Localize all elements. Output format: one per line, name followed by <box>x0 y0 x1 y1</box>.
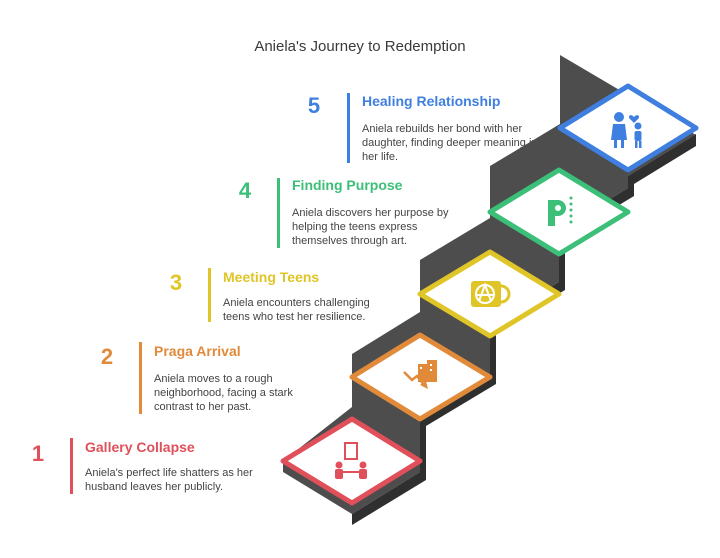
step-2-title: Praga Arrival <box>154 343 241 359</box>
step-2-number: 2 <box>100 344 114 369</box>
step-4-bar <box>277 178 280 248</box>
step-4-platform <box>487 167 631 257</box>
step-3-number: 3 <box>169 270 183 295</box>
purpose-p-icon <box>548 196 573 226</box>
anarchy-graffiti-icon <box>471 281 511 307</box>
step-3-description: Aniela encounters challenging teens who … <box>223 297 370 323</box>
buildings-decline-icon <box>403 360 437 389</box>
step-2-platform <box>349 332 493 422</box>
step-1-platform <box>280 416 423 506</box>
step-3-platform <box>417 249 562 339</box>
step-5-platform <box>557 83 699 173</box>
step-4-title: Finding Purpose <box>292 177 403 193</box>
step-5-number: 5 <box>307 93 321 118</box>
step-4-number: 4 <box>238 178 252 203</box>
step-1-description: Aniela's perfect life shatters as her hu… <box>85 467 253 493</box>
step-2-description: Aniela moves to a rough neighborhood, fa… <box>154 373 293 413</box>
step-1-bar <box>70 438 73 494</box>
step-5-title: Healing Relationship <box>362 93 501 109</box>
diagram-title: Aniela's Journey to Redemption <box>254 38 466 55</box>
step-1-number: 1 <box>31 441 45 466</box>
step-4-description: Aniela discovers her purpose by helping … <box>292 207 449 247</box>
step-2-bar <box>139 342 142 414</box>
mother-daughter-icon <box>611 112 642 148</box>
step-1-title: Gallery Collapse <box>85 439 195 455</box>
step-3-bar <box>208 268 211 322</box>
step-5-description: Aniela rebuilds her bond with her daught… <box>362 123 538 163</box>
step-3-title: Meeting Teens <box>223 269 320 285</box>
people-frame-icon <box>335 442 367 479</box>
step-5-bar <box>347 93 350 163</box>
